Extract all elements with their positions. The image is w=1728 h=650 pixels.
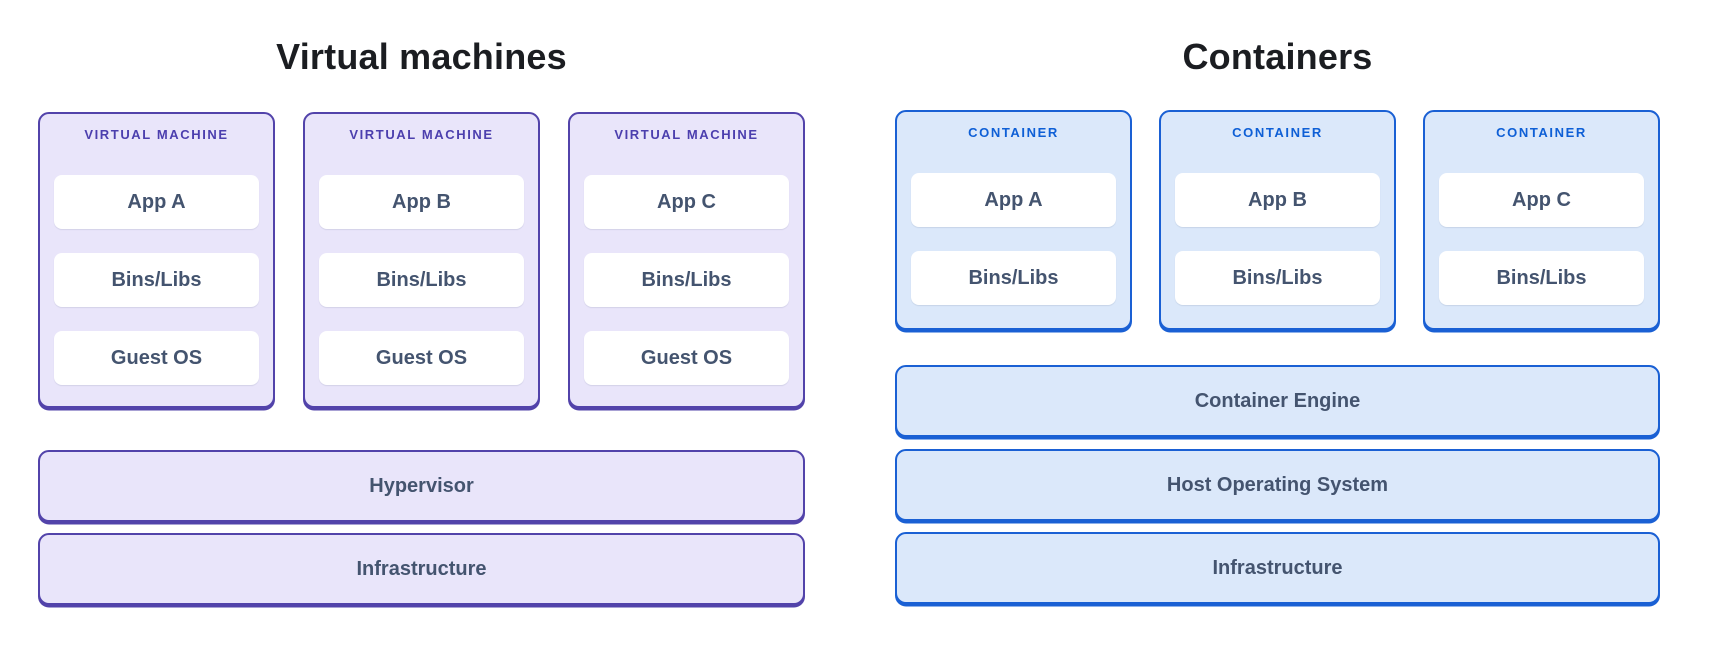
container-infrastructure-bar: Infrastructure: [895, 532, 1660, 604]
container-box-2: CONTAINER App B Bins/Libs: [1159, 110, 1396, 330]
vm-box-3: VIRTUAL MACHINE App C Bins/Libs Guest OS: [568, 112, 805, 408]
vm-box-3-header: VIRTUAL MACHINE: [614, 127, 759, 142]
host-operating-system-bar: Host Operating System: [895, 449, 1660, 521]
vm-1-binslibs-layer: Bins/Libs: [54, 253, 259, 307]
container-engine-bar: Container Engine: [895, 365, 1660, 437]
container-3-binslibs-layer: Bins/Libs: [1439, 251, 1644, 305]
vm-2-binslibs-layer: Bins/Libs: [319, 253, 524, 307]
vm-3-app-layer: App C: [584, 175, 789, 229]
vm-box-2-header: VIRTUAL MACHINE: [349, 127, 494, 142]
container-box-3-header: CONTAINER: [1496, 125, 1587, 140]
vm-3-binslibs-layer: Bins/Libs: [584, 253, 789, 307]
vm-2-app-layer: App B: [319, 175, 524, 229]
vm-box-2: VIRTUAL MACHINE App B Bins/Libs Guest OS: [303, 112, 540, 408]
vm-3-guestos-layer: Guest OS: [584, 331, 789, 385]
container-2-app-layer: App B: [1175, 173, 1380, 227]
container-2-binslibs-layer: Bins/Libs: [1175, 251, 1380, 305]
vm-box-1-header: VIRTUAL MACHINE: [84, 127, 229, 142]
vm-infrastructure-bar: Infrastructure: [38, 533, 805, 605]
container-box-2-header: CONTAINER: [1232, 125, 1323, 140]
container-3-app-layer: App C: [1439, 173, 1644, 227]
container-box-1: CONTAINER App A Bins/Libs: [895, 110, 1132, 330]
container-1-binslibs-layer: Bins/Libs: [911, 251, 1116, 305]
container-box-1-header: CONTAINER: [968, 125, 1059, 140]
virtual-machines-title: Virtual machines: [276, 36, 567, 77]
vm-2-guestos-layer: Guest OS: [319, 331, 524, 385]
vm-box-1: VIRTUAL MACHINE App A Bins/Libs Guest OS: [38, 112, 275, 408]
vm-1-app-layer: App A: [54, 175, 259, 229]
container-1-app-layer: App A: [911, 173, 1116, 227]
vm-1-guestos-layer: Guest OS: [54, 331, 259, 385]
hypervisor-bar: Hypervisor: [38, 450, 805, 522]
containers-title: Containers: [1182, 36, 1373, 77]
container-box-3: CONTAINER App C Bins/Libs: [1423, 110, 1660, 330]
